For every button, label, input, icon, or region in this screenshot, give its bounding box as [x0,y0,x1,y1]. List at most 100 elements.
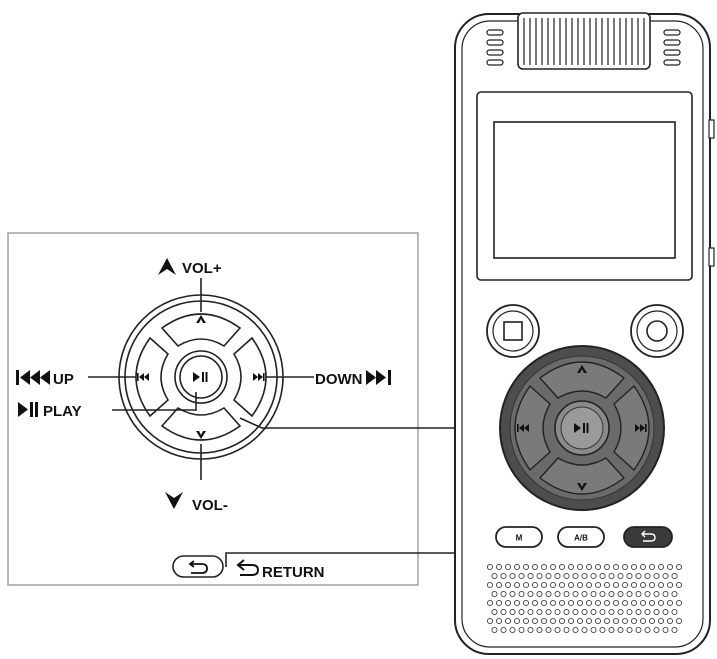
return-button-glyph-icon [188,560,208,574]
speaker-hole [594,563,602,571]
speaker-hole [549,617,557,625]
speaker-hole [486,563,494,571]
play-pause-icon [18,402,38,417]
device-dpad[interactable] [499,345,665,511]
speaker-hole [626,572,633,580]
voice-recorder-device: M A/B [454,12,715,655]
speaker-hole [554,626,561,634]
speaker-hole [545,590,552,598]
device-dpad-left [514,384,551,472]
speaker-hole [495,599,503,607]
device-dpad-right [613,384,650,472]
speaker-hole [666,599,674,607]
speaker-hole [626,626,633,634]
speaker-hole [648,617,656,625]
speaker-hole [635,626,642,634]
speaker-hole [558,599,566,607]
speaker-hole [491,590,498,598]
speaker-hole [554,590,561,598]
speaker-hole [585,599,593,607]
speaker-hole [563,626,570,634]
speaker-hole [626,608,633,616]
speaker-hole [671,572,678,580]
speaker-hole [540,599,548,607]
top-slots-left [486,29,504,66]
speaker-hole [500,572,507,580]
speaker-hole [608,590,615,598]
speaker-hole [486,617,494,625]
speaker-hole [617,608,624,616]
device-return-button[interactable] [623,526,673,548]
speaker-hole [621,599,629,607]
speaker-hole [603,599,611,607]
device-dpad-up [538,361,626,399]
next-track-icon [366,370,391,385]
speaker-hole [527,590,534,598]
previous-track-icon [16,370,50,385]
speaker-hole [567,599,575,607]
dpad-play-glyph-icon [193,372,208,382]
speaker-hole [599,572,606,580]
device-play-glyph-icon [574,423,589,433]
speaker-hole [603,581,611,589]
speaker-hole [540,617,548,625]
speaker-hole [671,626,678,634]
record-circle-icon [646,320,668,342]
speaker-hole [630,599,638,607]
speaker-hole [554,608,561,616]
speaker-hole [536,626,543,634]
speaker-hole [599,590,606,598]
speaker-hole [639,563,647,571]
speaker-hole [626,590,633,598]
speaker-hole [635,590,642,598]
speaker-hole [657,599,665,607]
speaker-hole [567,581,575,589]
callout-panel [7,232,419,586]
speaker-hole [486,599,494,607]
speaker-hole [662,572,669,580]
speaker-hole [563,572,570,580]
speaker-hole [603,617,611,625]
speaker-hole [675,581,683,589]
speaker-hole [644,608,651,616]
speaker-hole [527,626,534,634]
speaker-hole [644,626,651,634]
speaker-hole [581,572,588,580]
ab-button[interactable]: A/B [557,526,605,548]
speaker-hole [513,563,521,571]
speaker-hole [621,581,629,589]
speaker-hole [612,599,620,607]
vol-down-label: VOL- [165,492,228,514]
speaker-hole [504,617,512,625]
speaker-hole [590,626,597,634]
speaker-hole [635,572,642,580]
speaker-hole [527,572,534,580]
speaker-hole [662,590,669,598]
speaker-hole [509,590,516,598]
menu-button[interactable]: M [495,526,543,548]
speaker-hole [500,626,507,634]
speaker-hole [585,617,593,625]
speaker-hole [617,590,624,598]
speaker-hole [594,599,602,607]
speaker-hole [527,608,534,616]
stop-button[interactable] [486,304,540,358]
speaker-hole [581,626,588,634]
speaker-hole [572,572,579,580]
speaker-hole [522,617,530,625]
speaker-hole [608,608,615,616]
speaker-hole [657,617,665,625]
dpad-up-pad [160,313,242,348]
speaker-hole [617,572,624,580]
svg-text:VOL-: VOL- [192,497,228,514]
up-label: UP [16,370,74,388]
speaker-hole [563,608,570,616]
dpad-down-glyph-icon [196,431,206,439]
speaker-hole [630,581,638,589]
microphone-grille-lines [523,18,645,65]
speaker-hole [540,581,548,589]
speaker-hole [630,617,638,625]
speaker-hole [495,617,503,625]
record-button[interactable] [630,304,684,358]
